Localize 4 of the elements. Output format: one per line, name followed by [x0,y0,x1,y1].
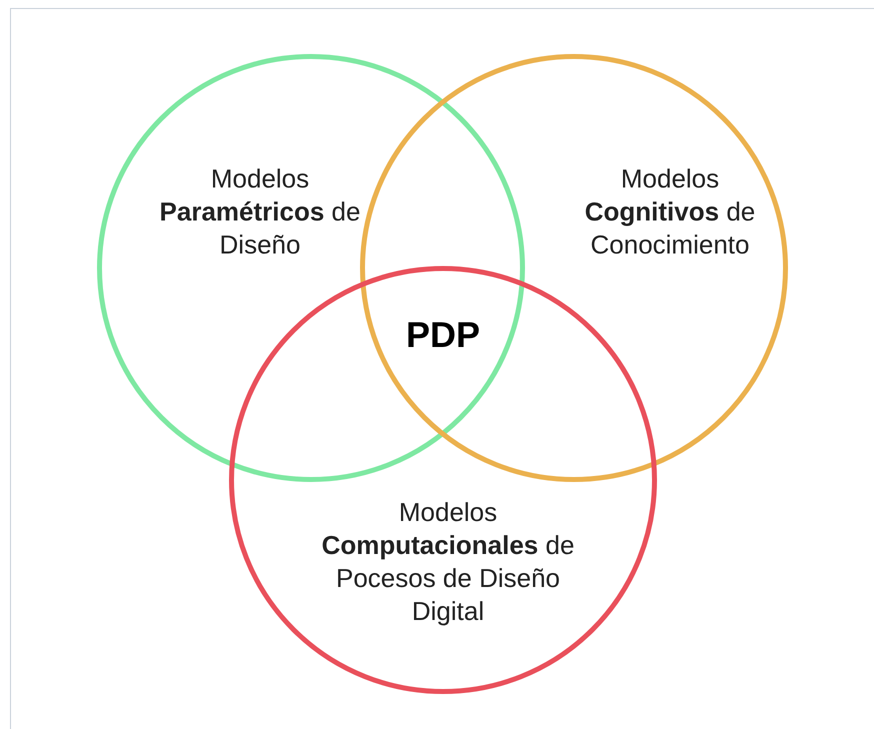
circle-label: Modelos Cognitivos de Conocimiento [584,162,756,262]
circle-label: Modelos Computacionales de Pocesos de Diseño Digital [320,496,576,628]
circle-label: Modelos Paramétricos de Diseño [158,162,362,262]
center-label: PDP [406,313,480,357]
